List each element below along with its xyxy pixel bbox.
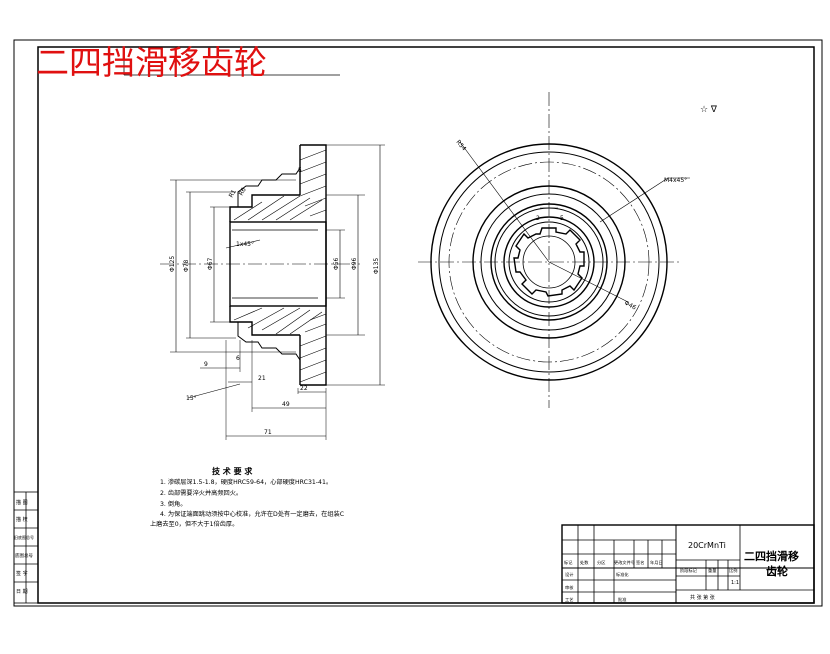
title-block-text: 20CrMnTi 二四挡滑移 齿轮 1:1 标记 处数 分区 更改文件号 签名 … — [564, 541, 799, 603]
dim-d46: Φ46 — [623, 300, 637, 312]
dim-w9: 9 — [204, 361, 208, 368]
dim-w21: 21 — [258, 375, 266, 382]
note-line-3: 3. 倒角。 — [160, 500, 186, 508]
section-dimension-labels: R1 R6 1x45° Φ125 Φ78 Φ67 Φ56 Φ96 Φ135 5 … — [169, 167, 380, 436]
dim-d56: Φ56 — [333, 257, 340, 270]
spline-bore — [513, 227, 585, 297]
outer-frame — [13, 39, 823, 607]
dim-w6: 6 — [236, 355, 240, 362]
dim-d96: Φ96 — [351, 257, 358, 270]
dim-w49: 49 — [282, 401, 290, 408]
dim-m4: M4x45° — [664, 177, 687, 184]
section-view — [160, 144, 385, 440]
side-label-0: 描 图 — [16, 499, 28, 506]
row-label-0: 设计 — [565, 571, 573, 578]
side-block-labels: 描 图 描 校 旧底图总号 底图总号 签 字 日 期 — [14, 499, 34, 595]
dim-r6: R6 — [238, 186, 248, 197]
dim-d78: Φ78 — [183, 259, 190, 272]
side-block — [13, 491, 39, 604]
note-line-1: 1. 渗碳层深1.5-1.8，硬度HRC59-64，心部硬度HRC31-41。 — [160, 478, 332, 486]
note-line-5: 上磨去至0，但不大于1倍齿厚。 — [150, 520, 238, 528]
header-label-5: 年月日 — [650, 559, 663, 566]
material: 20CrMnTi — [688, 541, 726, 550]
notes-title: 技 术 要 求 — [212, 466, 253, 476]
sheet-footer: 共 张 第 张 — [690, 594, 715, 601]
part-name-line1: 二四挡滑移 — [744, 549, 799, 563]
scale-value: 1:1 — [731, 580, 739, 586]
part-name-line2: 齿轮 — [766, 564, 788, 578]
dim-angle15: 15° — [186, 395, 197, 402]
row-label-3: 工艺 — [565, 597, 573, 602]
side-label-5: 日 期 — [16, 589, 28, 595]
header-label-1: 处数 — [580, 559, 589, 566]
stage-label-1: 重量 — [708, 567, 716, 574]
title-block — [561, 524, 815, 604]
dim-d135: Φ135 — [373, 258, 380, 274]
header-label-2: 分区 — [597, 559, 605, 566]
dim-w22: 22 — [300, 385, 308, 392]
header-label-0: 标记 — [564, 559, 573, 566]
dim-chamfer: 1x45° — [236, 241, 254, 248]
dim-d125: Φ125 — [169, 256, 176, 272]
header-label-3: 更改文件号 — [614, 559, 635, 566]
dim-t2: 2 — [536, 215, 540, 222]
note-line-4: 4. 为保证端面跳动须按中心校准，允许在D处有一定磨去，在组装C — [160, 510, 344, 518]
stage-label-2: 比例 — [729, 567, 737, 574]
technical-notes: 技 术 要 求 1. 渗碳层深1.5-1.8，硬度HRC59-64，心部硬度HR… — [150, 466, 344, 528]
dim-r54: R54 — [454, 139, 467, 153]
side-label-3: 底图总号 — [15, 552, 33, 559]
dim-t5: 5 — [560, 215, 564, 222]
side-label-2: 旧底图总号 — [14, 534, 34, 540]
drawing-title: 二四挡滑移齿轮 — [36, 43, 267, 82]
dim-w71: 71 — [264, 429, 272, 436]
front-view — [418, 92, 690, 408]
side-label-4: 签 字 — [16, 570, 28, 577]
inner-frame — [37, 46, 815, 604]
note-line-2: 2. 齿部需要淬火并高频回火。 — [160, 489, 242, 497]
dim-d67: Φ67 — [207, 257, 214, 270]
dim-r1: R1 — [228, 188, 238, 199]
row-label-4: 批准 — [618, 596, 626, 603]
row-label-2: 审核 — [565, 584, 574, 591]
row-label-1: 标准化 — [616, 571, 629, 578]
surface-finish-mark: ☆ ∇ — [700, 105, 718, 115]
header-label-4: 签名 — [636, 559, 644, 566]
dim-w5: 5 — [298, 167, 302, 174]
side-label-1: 描 校 — [16, 516, 28, 523]
stage-label-0: 阶段标记 — [680, 567, 698, 574]
